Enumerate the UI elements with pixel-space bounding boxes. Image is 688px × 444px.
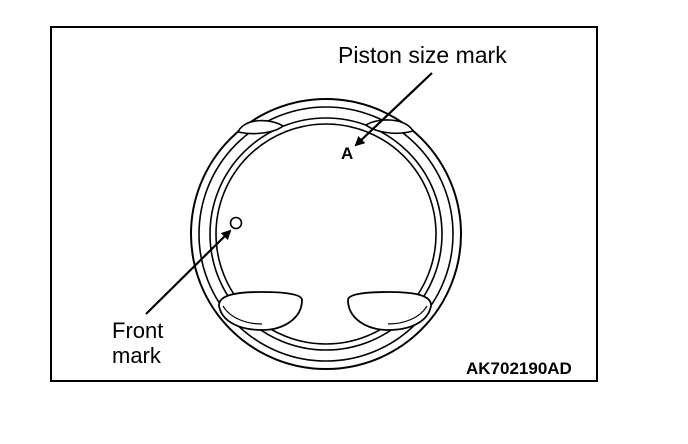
front-mark-label-line2: mark xyxy=(112,343,161,368)
piston-bowl-inner xyxy=(215,123,437,345)
piston-size-mark-label: Piston size mark xyxy=(338,42,507,68)
piston-outer-rim xyxy=(190,98,462,370)
valve-recess-lower-right-inner xyxy=(387,305,428,325)
size-mark-letter: A xyxy=(341,144,354,163)
valve-recess-lower-left-inner xyxy=(222,305,263,325)
valve-recess-upper-left xyxy=(236,119,285,135)
valve-recess-lower-left xyxy=(218,291,303,331)
front-mark-label-line1: Front xyxy=(112,318,164,343)
piston-bowl-outer xyxy=(209,117,443,351)
front-mark-arrow xyxy=(145,229,232,315)
figure-code: AK702190AD xyxy=(466,359,572,378)
valve-recess-lower-right xyxy=(347,291,432,331)
piston-second-rim xyxy=(198,106,454,362)
front-mark-circle xyxy=(229,216,243,230)
figure-frame xyxy=(50,26,598,382)
piston-size-mark-arrow xyxy=(354,72,433,147)
valve-recess-upper-right xyxy=(364,119,415,134)
